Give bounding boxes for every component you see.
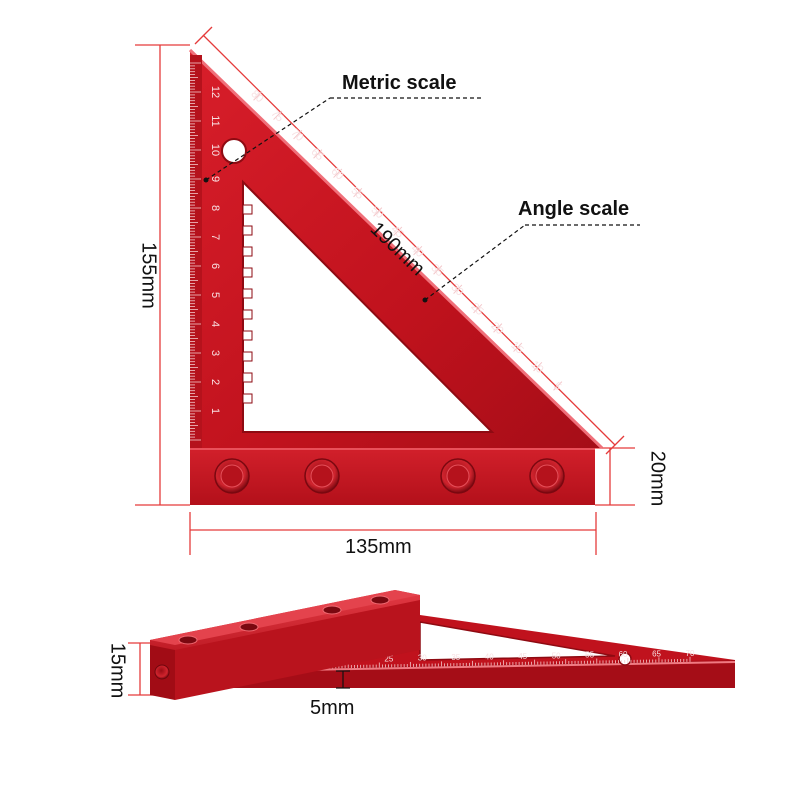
angle-scale-label: Angle scale bbox=[518, 198, 630, 220]
angle-label: 70 bbox=[288, 127, 305, 144]
side-scale-label: 40 bbox=[485, 653, 494, 662]
side-scale-label: 60 bbox=[619, 650, 628, 659]
ruler-label: 12 bbox=[209, 86, 221, 98]
ruler-label: 7 bbox=[209, 234, 221, 240]
side-scale-label: 70 bbox=[686, 649, 695, 658]
angle-label: 35 bbox=[428, 262, 445, 279]
ruler-label: 6 bbox=[209, 263, 221, 269]
metric-scale-marker bbox=[203, 177, 209, 183]
side-scale-label: 55 bbox=[585, 651, 594, 660]
callout-leaders bbox=[205, 97, 640, 301]
width-dimension-label: 135mm bbox=[345, 536, 412, 558]
ruler-label: 9 bbox=[209, 176, 221, 182]
ruler-label: 1 bbox=[209, 408, 221, 414]
base-block bbox=[190, 448, 595, 505]
ruler-label: 10 bbox=[209, 144, 221, 156]
angle-label: 55 bbox=[348, 185, 365, 202]
metric-scale-label: Metric scale bbox=[342, 72, 457, 94]
height-dimension-label: 155mm bbox=[137, 242, 160, 309]
side-scale-label: 45 bbox=[518, 652, 527, 661]
ruler-label: 3 bbox=[209, 350, 221, 356]
angle-label: 60 bbox=[328, 165, 345, 182]
angle-scale-marker bbox=[422, 297, 428, 303]
side-scale-label: 65 bbox=[652, 649, 661, 658]
angle-label: 25 bbox=[468, 301, 485, 318]
thickness-dimension-label: 15mm bbox=[106, 642, 129, 699]
blade-thickness-marker bbox=[336, 670, 350, 689]
side-scale-label: 35 bbox=[451, 653, 460, 662]
blade-thickness-label: 5mm bbox=[310, 697, 355, 719]
angle-label: 30 bbox=[448, 281, 465, 298]
ruler-label: 2 bbox=[209, 379, 221, 385]
angle-label: 75 bbox=[268, 107, 285, 124]
angle-label: 50 bbox=[368, 204, 385, 221]
angle-label: 20 bbox=[488, 320, 505, 337]
side-scale-label: 30 bbox=[418, 654, 427, 663]
side-scale-label: 25 bbox=[384, 654, 393, 663]
angle-label: 80 bbox=[248, 88, 265, 105]
ruler-label: 4 bbox=[209, 321, 221, 327]
ruler-label: 11 bbox=[209, 115, 221, 126]
base-height-dimension-label: 20mm bbox=[646, 450, 669, 507]
side-scale-label: 50 bbox=[552, 651, 561, 660]
angle-label: 65 bbox=[308, 146, 325, 163]
ruler-label: 5 bbox=[209, 292, 221, 298]
ruler-label: 8 bbox=[209, 205, 221, 211]
